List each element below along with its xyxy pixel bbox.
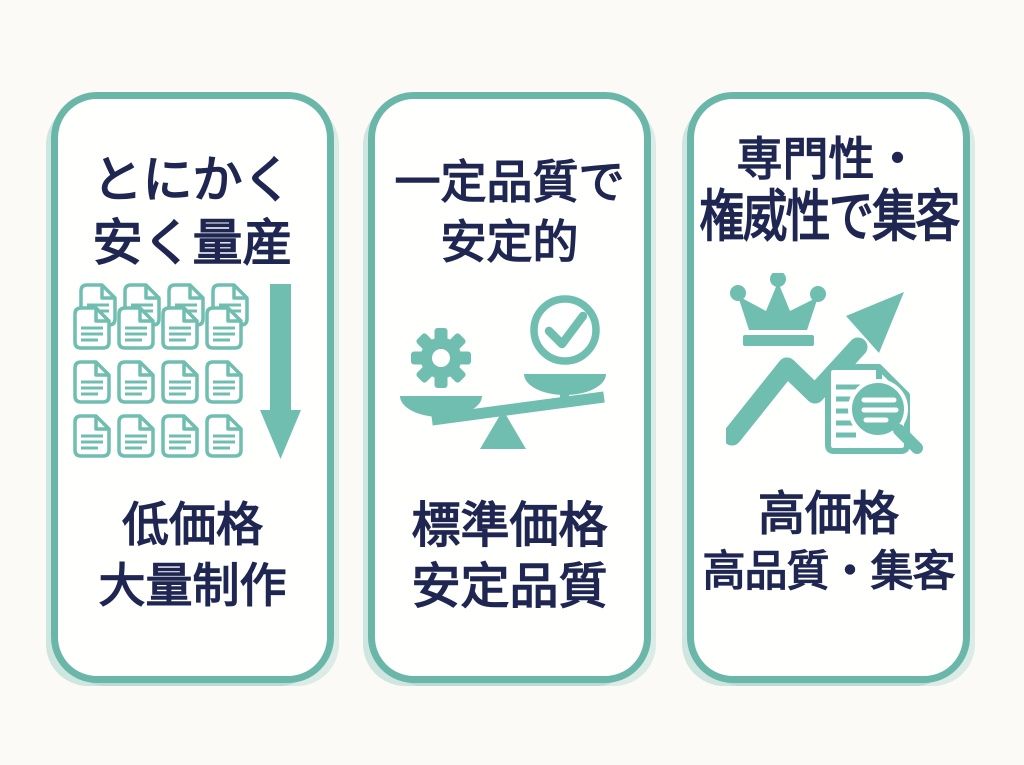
card-title-line: 一定品質で bbox=[394, 155, 625, 209]
checkmark-circle-icon bbox=[529, 294, 600, 365]
documents-grid-icon bbox=[72, 283, 249, 458]
down-arrow-icon bbox=[259, 284, 301, 459]
card-result: 低価格 大量制作 bbox=[99, 495, 287, 617]
card-result-line: 安定品質 bbox=[411, 558, 608, 616]
document-magnifier-icon bbox=[824, 363, 923, 454]
card-result-line: 低価格 bbox=[122, 498, 263, 553]
card-title-line: 安く量産 bbox=[92, 214, 293, 272]
card-result: 標準価格 安定品質 bbox=[411, 495, 607, 618]
card-result-line: 高品質・集客 bbox=[702, 546, 956, 597]
crown-growth-arrow-document-magnifier-icon bbox=[725, 272, 923, 454]
card-cheap-mass-production: とにかく 安く量産 bbox=[51, 92, 334, 683]
card-icon-area bbox=[394, 289, 626, 459]
balance-scale-icon bbox=[399, 373, 606, 449]
card-title: 専門性・ 権威性で集客 bbox=[667, 131, 991, 250]
card-title: とにかく 安く量産 bbox=[93, 149, 293, 275]
gear-icon bbox=[410, 327, 471, 388]
card-result-line: 標準価格 bbox=[411, 496, 608, 554]
card-result-line: 大量制作 bbox=[98, 559, 287, 615]
documents-grid-down-arrow-icon bbox=[72, 283, 301, 459]
card-icon-area bbox=[72, 281, 314, 471]
card-title-line: 専門性・ bbox=[736, 132, 921, 186]
card-title: 一定品質で 安定的 bbox=[395, 153, 625, 273]
card-icon-area bbox=[725, 272, 932, 458]
card-result: 高価格 高品質・集客 bbox=[702, 484, 956, 601]
card-consistent-quality: 一定品質で 安定的 bbox=[368, 92, 651, 683]
card-title-line: とにかく bbox=[92, 151, 293, 209]
crown-icon bbox=[729, 272, 826, 346]
card-expertise-authority: 専門性・ 権威性で集客 bbox=[687, 92, 970, 683]
card-result-line: 高価格 bbox=[758, 486, 899, 542]
gear-checkmark-balance-scale-icon bbox=[399, 294, 606, 449]
card-title-line: 安定的 bbox=[440, 214, 579, 269]
card-title-line: 権威性で集客 bbox=[698, 185, 960, 251]
